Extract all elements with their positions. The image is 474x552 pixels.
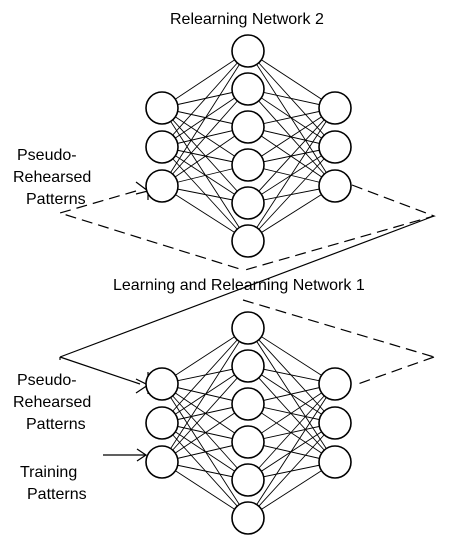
network-1-output-node-2: [318, 406, 352, 440]
network-1-pseudo-label-line1: Pseudo-: [17, 372, 77, 389]
network-2-input-node-1: [145, 91, 179, 125]
network-2-connection-l0-1-4: [161, 146, 249, 204]
network-2-connection-l0-0-0: [161, 50, 249, 109]
network-2-connection-l1-1-1: [247, 88, 336, 148]
network-2-connection-l1-3-0: [247, 107, 336, 166]
network-2-connection-l1-5-0: [247, 107, 336, 242]
training-patterns-label-line1: Training: [20, 464, 77, 481]
network-2-connection-l0-1-0: [161, 50, 249, 148]
network-1-hidden-node-6: [231, 501, 265, 535]
network-1-output-node-1: [318, 367, 352, 401]
network-1-input-node-3: [145, 445, 179, 479]
network-2-connection-l0-0-3: [161, 107, 249, 166]
network-1-hidden-node-5: [231, 463, 265, 497]
network-2-pseudo-label-line3: Patterns: [26, 191, 86, 208]
network-1-connection-l0-1-5: [161, 422, 249, 519]
network-2-hidden-node-4: [231, 148, 265, 182]
network-1-connection-l1-5-1: [247, 422, 336, 519]
network-1-connection-l0-0-0: [161, 327, 249, 385]
network-2-connection-l1-4-0: [247, 107, 336, 204]
network-1-connection-l1-1-1: [247, 365, 336, 424]
network-1-connection-l0-1-4: [161, 422, 249, 481]
training-patterns-label-line2: Patterns: [27, 486, 87, 503]
network-1-pseudo-label-line3: Patterns: [26, 416, 86, 433]
network-1-hidden-node-2: [231, 349, 265, 383]
network-2-hidden-node-1: [231, 34, 265, 68]
network-2-nodes: [145, 34, 352, 258]
network-2-output-node-1: [318, 91, 352, 125]
network-2-hidden-node-5: [231, 186, 265, 220]
network-2-connection-l1-0-1: [247, 50, 336, 148]
network-2-connection-l0-2-1: [161, 88, 249, 187]
flow-net1-input-solid: [59, 356, 141, 385]
network-2-pseudo-label-line2: Rehearsed: [13, 169, 91, 186]
network-2-connection-l1-5-2: [247, 185, 336, 242]
network-1-connection-l0-2-2: [161, 403, 249, 463]
network-2-hidden-node-6: [231, 224, 265, 258]
network-2-connection-l1-1-2: [247, 88, 336, 187]
network-1-input-node-1: [145, 367, 179, 401]
network-2-pseudo-label-line1: Pseudo-: [17, 147, 77, 164]
network-1-connection-l1-5-0: [247, 383, 336, 519]
flow-net1-output-dashed: [354, 356, 435, 386]
network-1-input-node-2: [145, 406, 179, 440]
network-1-connection-l1-3-0: [247, 383, 336, 443]
network-2-connection-l0-2-5: [161, 185, 249, 242]
network-1-hidden-node-4: [231, 425, 265, 459]
network-1-connection-l0-2-0: [161, 327, 249, 463]
network-2-hidden-node-3: [231, 110, 265, 144]
network-1-connection-l1-0-0: [247, 327, 336, 385]
network-1-title: Learning and Relearning Network 1: [113, 277, 365, 294]
network-2-connection-l0-0-4: [161, 107, 249, 204]
network-2-connections: [161, 50, 336, 242]
flow-net1-crossing-dashed: [242, 299, 435, 358]
network-1-nodes: [145, 311, 352, 535]
network-2-connection-l1-2-2: [247, 126, 336, 187]
network-1-connection-l0-2-1: [161, 365, 249, 463]
network-2-connection-l0-2-0: [161, 50, 249, 187]
flow-net2-output-solid: [59, 215, 435, 358]
network-2-connection-l0-2-2: [161, 126, 249, 187]
network-2-connection-l1-5-1: [247, 146, 336, 242]
network-1-hidden-node-1: [231, 311, 265, 345]
network-1-connection-l1-4-0: [247, 383, 336, 481]
network-1-output-node-3: [318, 445, 352, 479]
network-1-pseudo-label-line2: Rehearsed: [13, 394, 91, 411]
network-1-connection-l1-5-2: [247, 461, 336, 519]
network-1-connection-l0-2-5: [161, 461, 249, 519]
network-2-output-node-3: [318, 169, 352, 203]
network-2-hidden-node-2: [231, 72, 265, 106]
network-2-output-node-2: [318, 130, 352, 164]
network-2-title: Relearning Network 2: [170, 11, 324, 28]
network-1-connection-l0-0-3: [161, 383, 249, 443]
network-1-connection-l0-1-0: [161, 327, 249, 424]
arrow-training-patterns: [103, 448, 148, 462]
network-2-connection-l1-0-0: [247, 50, 336, 109]
network-1-connection-l1-2-2: [247, 403, 336, 463]
network-2-input-node-3: [145, 169, 179, 203]
network-1-connection-l1-0-1: [247, 327, 336, 424]
flow-net2-pseudo-dashed: [57, 190, 244, 271]
network-1-hidden-node-3: [231, 387, 265, 421]
network-2-input-node-2: [145, 130, 179, 164]
network-1-connection-l0-0-4: [161, 383, 249, 481]
network-1-connection-l1-1-2: [247, 365, 336, 463]
